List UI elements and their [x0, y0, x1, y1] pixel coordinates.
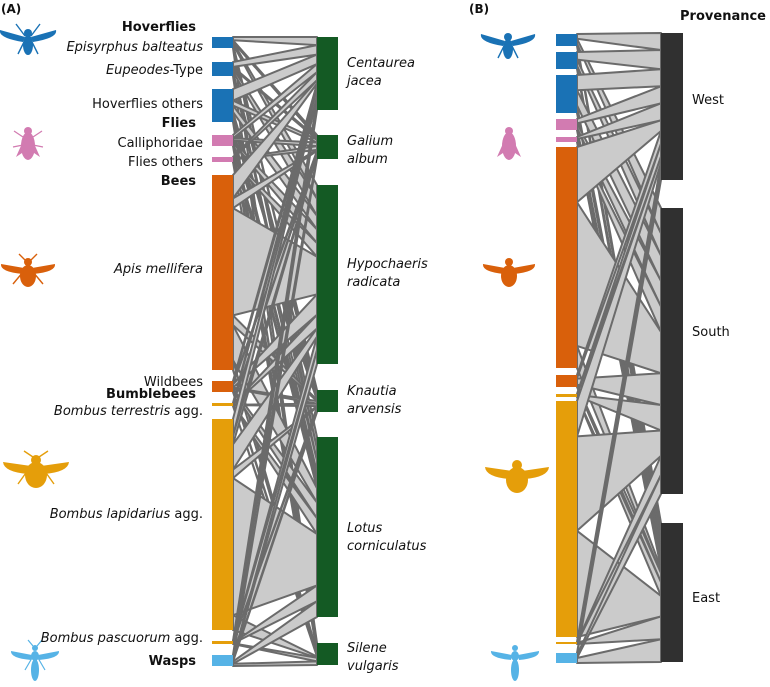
- plant-label: corniculatus: [347, 539, 427, 554]
- pollinator-label: Bombus pascuorum agg.: [41, 631, 203, 646]
- pollinator-bar: [556, 642, 577, 644]
- panel-b-links: [576, 32, 662, 664]
- plant-bar: [317, 37, 338, 110]
- plant-label: Knautia: [347, 384, 397, 399]
- pollinator-bar: [556, 401, 577, 637]
- pollinator-label: Calliphoridae: [118, 136, 204, 151]
- fly-icon: [497, 127, 521, 160]
- plant-label: Centaurea: [347, 56, 415, 71]
- panel-a-label: (A): [1, 2, 21, 16]
- wasp-icon: [10, 639, 60, 681]
- provenance-bar: [661, 33, 683, 180]
- fly-icon: [12, 127, 44, 160]
- interaction-link: [232, 660, 318, 667]
- provenance-label: East: [692, 591, 720, 606]
- plant-label: Silene: [347, 641, 387, 656]
- hoverfly-icon: [480, 33, 536, 59]
- bumblebee-icon: [3, 450, 69, 488]
- group-header: Wasps: [149, 654, 197, 669]
- pollinator-label: Wildbees: [144, 375, 203, 390]
- plant-label: radicata: [347, 275, 400, 290]
- pollinator-bar: [212, 655, 233, 666]
- pollinator-label: Apis mellifera: [113, 262, 203, 277]
- group-header: Bees: [161, 174, 197, 189]
- pollinator-bar: [212, 403, 233, 406]
- plant-bar: [317, 437, 338, 617]
- group-header: Flies: [162, 116, 197, 131]
- group-header: Bumblebees: [106, 387, 196, 402]
- plant-bar: [317, 135, 338, 159]
- honeybee-icon: [0, 253, 56, 287]
- pollinator-bar: [556, 394, 577, 397]
- pollinator-label: Bombus terrestris agg.: [54, 404, 203, 419]
- hoverfly-icon: [0, 23, 57, 55]
- provenance-bar: [661, 523, 683, 662]
- provenance-title: Provenance: [680, 9, 766, 24]
- pollinator-bar: [212, 62, 233, 76]
- plant-label: vulgaris: [347, 659, 399, 674]
- honeybee-icon: [482, 258, 536, 287]
- provenance-label: West: [692, 93, 724, 108]
- pollinator-bar: [212, 157, 233, 162]
- plant-label: arvensis: [347, 402, 402, 417]
- pollinator-bar: [556, 653, 577, 663]
- panel-a-bars: [212, 37, 338, 666]
- pollinator-bar: [212, 37, 233, 48]
- panel-a-links: [232, 36, 318, 667]
- plant-label: album: [347, 152, 388, 167]
- wasp-icon: [490, 645, 540, 681]
- pollinator-bar: [556, 52, 577, 69]
- provenance-bar: [661, 208, 683, 494]
- pollinator-label: Bombus lapidarius agg.: [50, 507, 203, 522]
- pollinator-bar: [212, 89, 233, 122]
- pollinator-label: Flies others: [128, 155, 203, 170]
- pollinator-bar: [212, 381, 233, 392]
- pollinator-bar: [556, 147, 577, 368]
- plant-bar: [317, 643, 338, 665]
- pollinator-bar: [212, 641, 233, 644]
- pollinator-bar: [556, 137, 577, 142]
- plant-bar: [317, 390, 338, 412]
- pollinator-label: Hoverflies others: [92, 97, 203, 112]
- interaction-link: [576, 32, 662, 52]
- plant-label: jacea: [345, 74, 382, 89]
- interaction-link: [232, 36, 318, 47]
- panel-b-label: (B): [469, 2, 489, 16]
- pollinator-bar: [556, 375, 577, 387]
- pollinator-bar: [212, 135, 233, 146]
- pollinator-label: Episyrphus balteatus: [66, 40, 203, 55]
- plant-label: Hypochaeris: [347, 257, 428, 272]
- plant-label: Lotus: [347, 521, 383, 536]
- pollinator-bar: [556, 119, 577, 130]
- panel-b-bars: [556, 33, 683, 663]
- bumblebee-icon: [485, 460, 549, 493]
- provenance-label: South: [692, 325, 730, 340]
- pollinator-bar: [556, 75, 577, 113]
- pollinator-bar: [556, 34, 577, 46]
- pollinator-bar: [212, 419, 233, 630]
- pollinator-label: Eupeodes-Type: [106, 63, 203, 78]
- pollinator-bar: [212, 175, 233, 370]
- plant-bar: [317, 185, 338, 364]
- plant-label: Galium: [347, 134, 393, 149]
- group-header: Hoverflies: [122, 20, 196, 35]
